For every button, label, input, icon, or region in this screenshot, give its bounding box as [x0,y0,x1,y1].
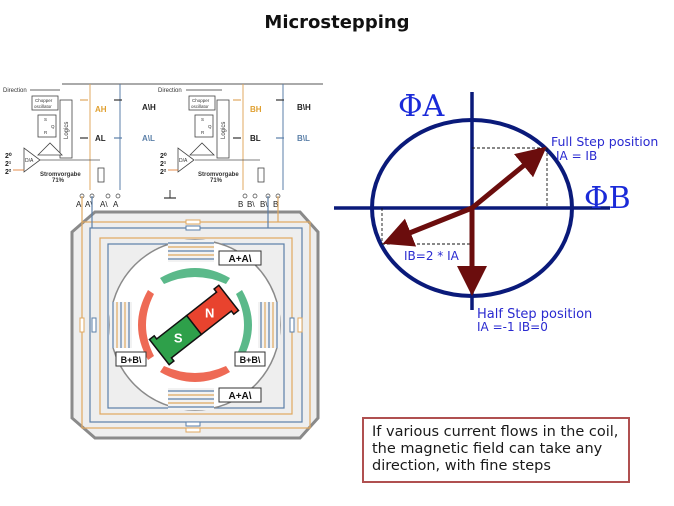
rotor-magnet: N S [148,284,240,366]
chopper-oscillator-a [31,95,59,111]
svg-text:2¹: 2¹ [160,161,167,168]
svg-text:Logics: Logics [221,122,227,139]
full-step-label: Full Step position [551,134,658,149]
svg-text:2¹: 2¹ [5,161,12,168]
pole-shoe-left [138,290,154,360]
phase-vector-diagram: ΦA ΦB Full Step position IA = IB IB=2 * … [334,89,658,334]
phase-a-driver: Direction Chopper oscillator S R Q Logic… [3,84,156,209]
flipflop-b [194,114,214,138]
svg-text:A+A\: A+A\ [228,391,251,402]
coil-label-bottom: A+A\ [218,387,262,403]
coil-label-left: B+B\ [115,351,147,367]
comparator-a [37,142,63,156]
svg-text:A+A\: A+A\ [228,254,251,265]
svg-text:Chopper: Chopper [35,98,53,103]
svg-text:BH: BH [250,105,262,114]
pole-shoe-bottom [160,366,230,382]
svg-text:S: S [174,330,183,345]
svg-text:2⁰: 2⁰ [5,152,12,160]
svg-text:Q: Q [51,124,55,129]
phase-b-driver: Direction Chopper oscillator S R Q Logic… [158,84,311,209]
comparator-b [189,142,215,156]
dac-b [177,147,195,173]
coil-top [168,240,214,262]
current-flow-arrows [79,219,303,433]
chopper-oscillator-b [188,95,216,111]
svg-text:B\L: B\L [297,134,310,143]
svg-text:S: S [44,117,47,122]
pole-shoe-top [160,268,230,284]
svg-text:71%: 71% [52,178,65,184]
callout-text: If various current flows in the coil, th… [372,424,619,474]
logic-block-a [59,99,73,159]
pole-shoe-right [236,290,252,360]
slide-title: Microstepping [264,12,410,33]
svg-text:Logics: Logics [64,122,70,139]
svg-text:N: N [205,306,214,321]
vector-full-step [470,146,547,210]
svg-text:oscillator: oscillator [191,104,209,109]
svg-text:2²: 2² [160,169,167,176]
svg-text:Q: Q [208,124,212,129]
svg-text:BL: BL [250,134,261,143]
dac-a [23,147,41,173]
stepper-motor: N S A+A\ A+A\ B+B\ B+B\ [70,196,320,440]
rotor-north [185,284,240,336]
svg-text:Chopper: Chopper [192,98,210,103]
explanation-callout: If various current flows in the coil, th… [362,417,630,483]
svg-text:B+B\: B+B\ [240,355,261,365]
svg-text:B: B [273,200,278,209]
coil-right [258,302,280,348]
svg-text:A\: A\ [85,200,93,209]
svg-text:oscillator: oscillator [34,104,52,109]
svg-text:AH: AH [95,105,107,114]
svg-text:B: B [238,200,243,209]
svg-text:R: R [44,130,48,135]
svg-text:B\: B\ [260,200,268,209]
svg-text:Direction: Direction [158,88,182,94]
svg-text:S: S [201,117,204,122]
projection-lines [381,147,548,245]
svg-text:A\: A\ [100,200,108,209]
svg-text:2⁰: 2⁰ [160,152,167,160]
half-step-label: Half Step position [477,307,592,322]
svg-text:A: A [76,200,82,209]
svg-text:Stromvorgabe: Stromvorgabe [40,172,81,178]
coil-bottom [168,388,214,410]
full-step-equation: IA = IB [556,149,597,163]
coil-label-top: A+A\ [218,250,262,266]
logic-block-b [216,99,230,159]
svg-text:A\L: A\L [142,134,155,143]
svg-text:A\H: A\H [142,103,156,112]
flipflop-a [37,114,57,138]
svg-text:A: A [113,200,119,209]
svg-text:2²: 2² [5,169,12,176]
coil-left [110,302,132,348]
half-step-equation: IA =-1 IB=0 [477,320,548,334]
phase-b-terminals: B B\ B\ B [238,193,281,209]
vector-intermediate-step [382,205,473,247]
rotor-south [148,314,203,366]
svg-text:AL: AL [95,134,106,143]
svg-text:B\H: B\H [297,103,311,112]
svg-text:R: R [201,130,205,135]
coil-label-right: B+B\ [234,351,266,367]
direction-label-a: Direction [3,88,27,94]
axis-b-label: ΦB [584,181,631,216]
svg-text:D/A: D/A [25,158,34,164]
axis-a-label: ΦA [398,89,445,124]
svg-text:Stromvorgabe: Stromvorgabe [198,172,239,178]
svg-text:D/A: D/A [179,158,188,164]
svg-text:B\: B\ [247,200,255,209]
intermediate-equation: IB=2 * IA [404,249,460,263]
svg-text:B+B\: B+B\ [121,355,142,365]
svg-text:71%: 71% [210,178,223,184]
